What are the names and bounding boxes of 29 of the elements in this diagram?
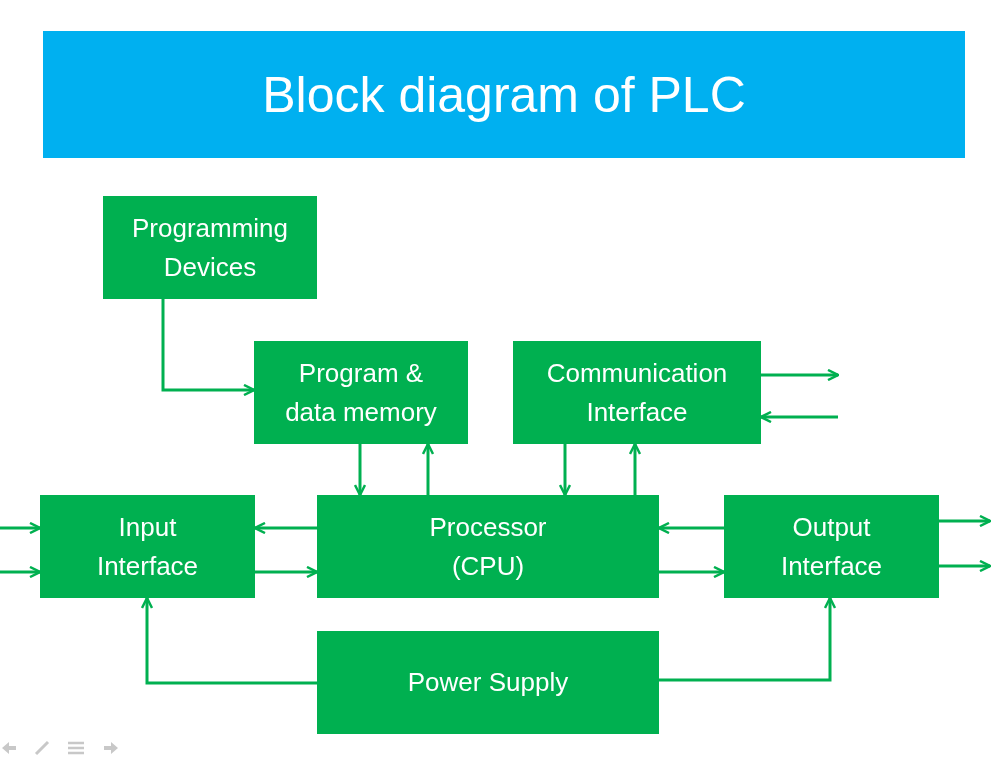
arrow <box>255 565 319 579</box>
block <box>103 196 317 299</box>
arrow <box>558 444 572 497</box>
block <box>513 341 761 444</box>
arrow <box>659 596 837 682</box>
block <box>254 341 468 444</box>
block <box>40 495 255 598</box>
arrow <box>659 565 726 579</box>
arrow <box>761 368 840 382</box>
block <box>724 495 939 598</box>
slide-title: Block diagram of PLC <box>43 31 965 158</box>
block <box>317 495 659 598</box>
block-label: Processor (CPU) <box>428 510 548 583</box>
block-label: Program & data memory <box>284 356 438 429</box>
arrow <box>628 442 642 495</box>
block-label: Input Interface <box>95 510 200 583</box>
block-label: Power Supply <box>407 666 569 699</box>
arrow <box>161 299 256 397</box>
arrow <box>939 514 992 528</box>
arrow <box>421 442 435 495</box>
block-label: Output Interface <box>779 510 884 583</box>
arrow <box>0 565 42 579</box>
arrow <box>140 596 317 685</box>
block-label: Communication Interface <box>545 356 729 429</box>
arrow <box>0 521 42 535</box>
arrow <box>353 444 367 497</box>
arrow <box>939 559 992 573</box>
block-label: Programming Devices <box>130 211 290 284</box>
block <box>317 631 659 734</box>
